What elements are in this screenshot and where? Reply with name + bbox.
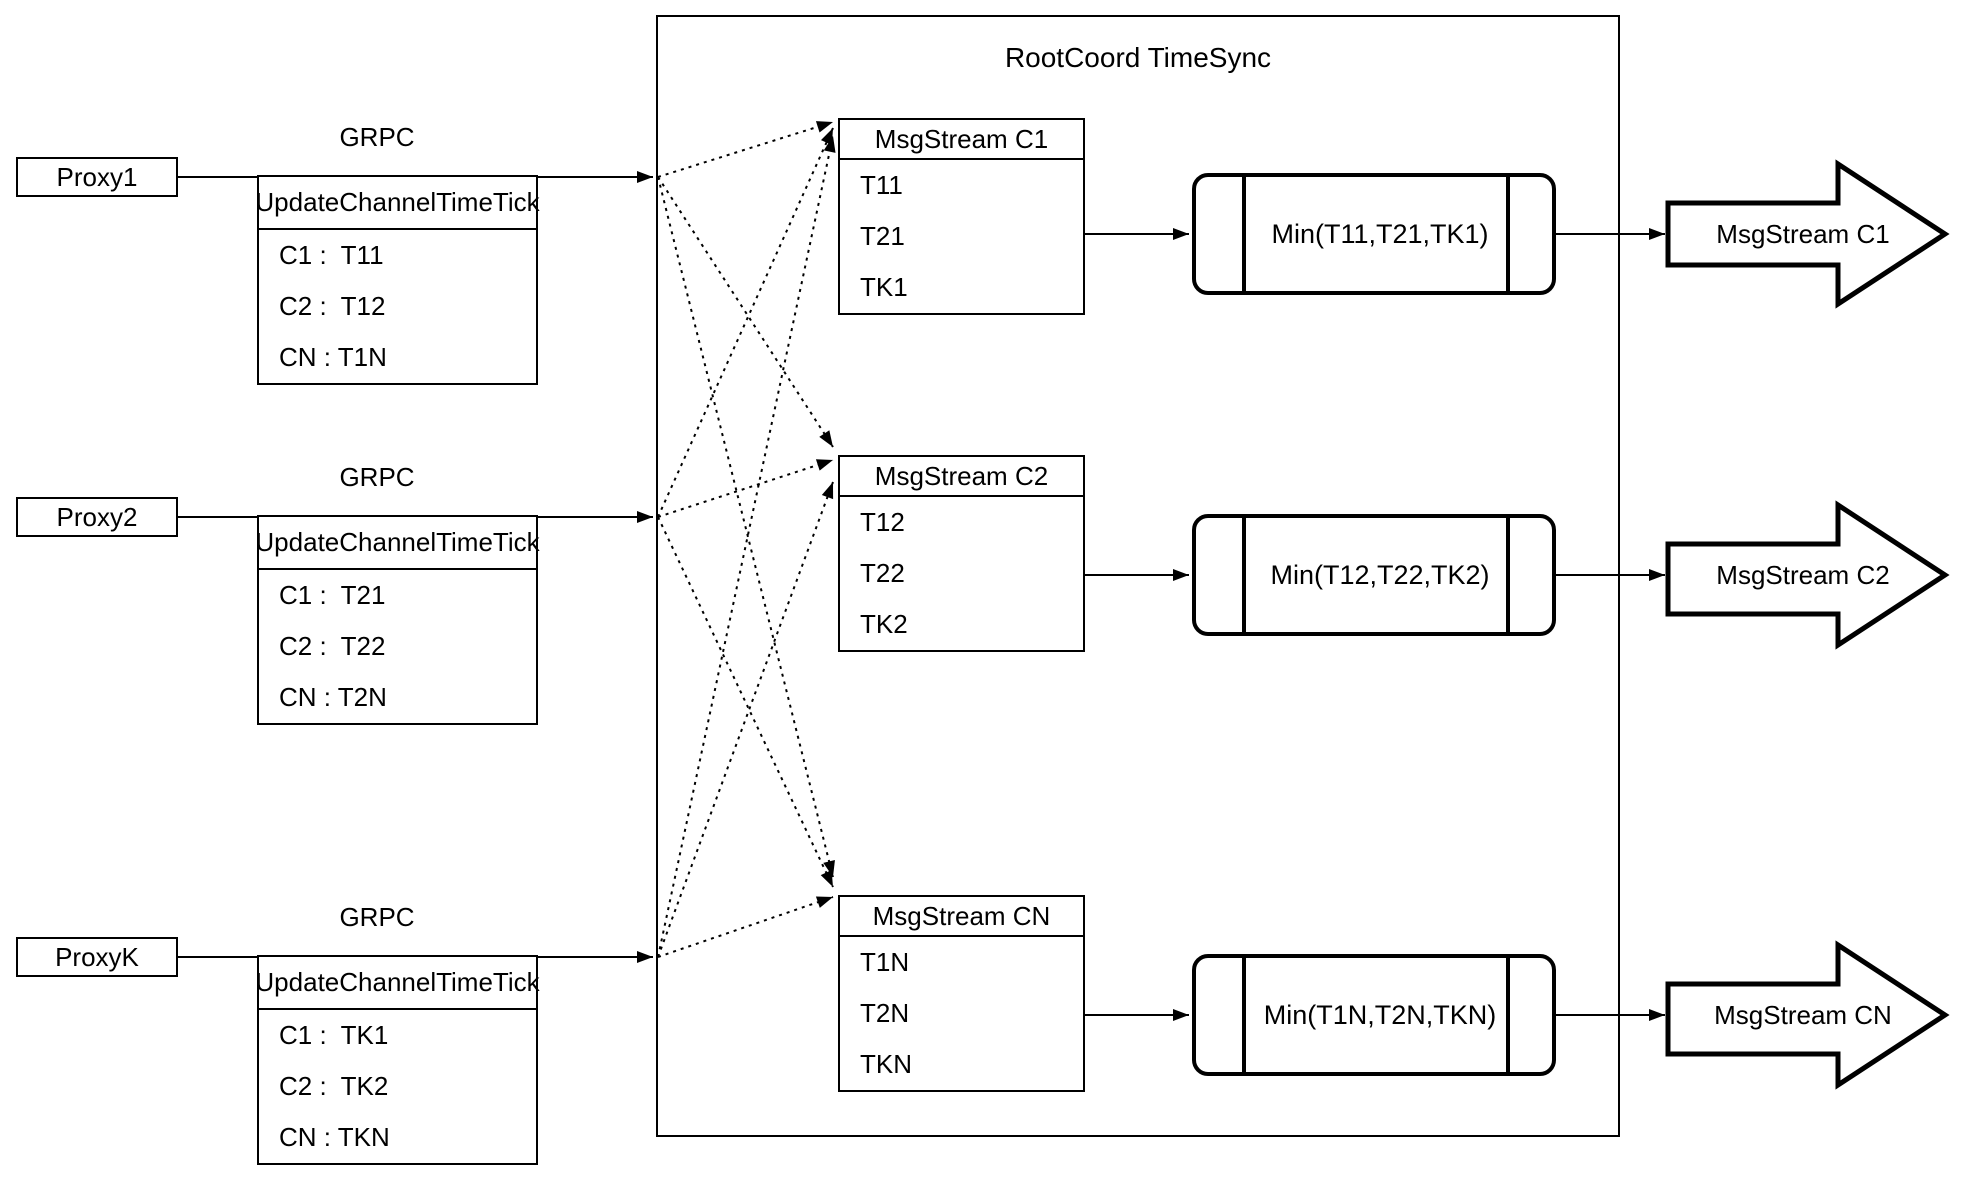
grpc-label: GRPC (339, 121, 415, 152)
grpc-label: GRPC (339, 901, 415, 932)
rootcoord-container (656, 15, 1620, 1137)
update-timetick-table: UpdateChannelTimeTick C1 : T11 C2 : T12 … (255, 175, 540, 385)
table-header: UpdateChannelTimeTick (255, 517, 540, 570)
table-row: CN : TKN (279, 1122, 390, 1152)
proxy-name: Proxy2 (56, 501, 138, 532)
process-divider (1506, 177, 1510, 291)
proxy-node: ProxyK (16, 937, 178, 977)
output-arrow-label: MsgStream C2 (1716, 559, 1890, 590)
msgstream-table-c1: MsgStream C1 T11 T21 TK1 (838, 118, 1085, 315)
table-row: CN : T2N (279, 682, 387, 712)
table-row: CN : T1N (279, 342, 387, 372)
process-divider (1506, 958, 1510, 1072)
output-arrow-label: MsgStream C1 (1716, 218, 1890, 249)
process-divider (1242, 958, 1246, 1072)
table-row: C2 : T22 (279, 631, 386, 661)
table-header: UpdateChannelTimeTick (255, 957, 540, 1010)
table-row: T2N (860, 998, 910, 1028)
proxy-name: ProxyK (55, 941, 139, 972)
output-fat-arrows (1665, 159, 1950, 1090)
fat-arrow-cn (1665, 940, 1950, 1090)
table-row: C1 : T11 (279, 240, 384, 270)
timetick-dotted-connectors (657, 121, 836, 958)
table-header: MsgStream C2 (840, 457, 1083, 497)
process-divider (1242, 177, 1246, 291)
proxy-node: Proxy2 (16, 497, 178, 537)
table-row: TKN (860, 1049, 912, 1079)
table-row: T11 (860, 170, 903, 200)
output-arrow-label: MsgStream CN (1714, 999, 1892, 1030)
msgstream-table-cn: MsgStream CN T1N T2N TKN (838, 895, 1085, 1092)
min-process-box: Min(T1N,T2N,TKN) (1192, 954, 1556, 1076)
grpc-label: GRPC (339, 461, 415, 492)
min-process-box: Min(T11,T21,TK1) (1192, 173, 1556, 295)
process-divider (1242, 518, 1246, 632)
process-divider (1506, 518, 1510, 632)
proxy-name: Proxy1 (56, 161, 138, 192)
table-header: UpdateChannelTimeTick (255, 177, 540, 230)
table-row: T21 (860, 221, 905, 251)
table-header: MsgStream CN (840, 897, 1083, 937)
table-row: C2 : T12 (279, 291, 386, 321)
table-header: MsgStream C1 (840, 120, 1083, 160)
table-row: T12 (860, 507, 905, 537)
min-label: Min(T12,T22,TK2) (1270, 559, 1490, 590)
min-label: Min(T1N,T2N,TKN) (1263, 999, 1497, 1030)
min-to-output-connectors (1556, 228, 1665, 1021)
table-to-min-connectors (1085, 228, 1189, 1021)
table-row: T22 (860, 558, 905, 588)
table-row: C1 : TK1 (279, 1020, 389, 1050)
table-row: T1N (860, 947, 910, 977)
table-row: C2 : TK2 (279, 1071, 389, 1101)
proxy-node: Proxy1 (16, 157, 178, 197)
min-label: Min(T11,T21,TK1) (1271, 218, 1489, 249)
update-timetick-table: UpdateChannelTimeTick C1 : TK1 C2 : TK2 … (255, 955, 540, 1165)
table-row: TK1 (860, 272, 908, 302)
rootcoord-title: RootCoord TimeSync (1004, 42, 1272, 73)
fat-arrow-c1 (1665, 159, 1950, 309)
fat-arrow-c2 (1665, 500, 1950, 650)
min-process-box: Min(T12,T22,TK2) (1192, 514, 1556, 636)
table-row: C1 : T21 (279, 580, 386, 610)
table-row: TK2 (860, 609, 908, 639)
msgstream-table-c2: MsgStream C2 T12 T22 TK2 (838, 455, 1085, 652)
update-timetick-table: UpdateChannelTimeTick C1 : T21 C2 : T22 … (255, 515, 540, 725)
